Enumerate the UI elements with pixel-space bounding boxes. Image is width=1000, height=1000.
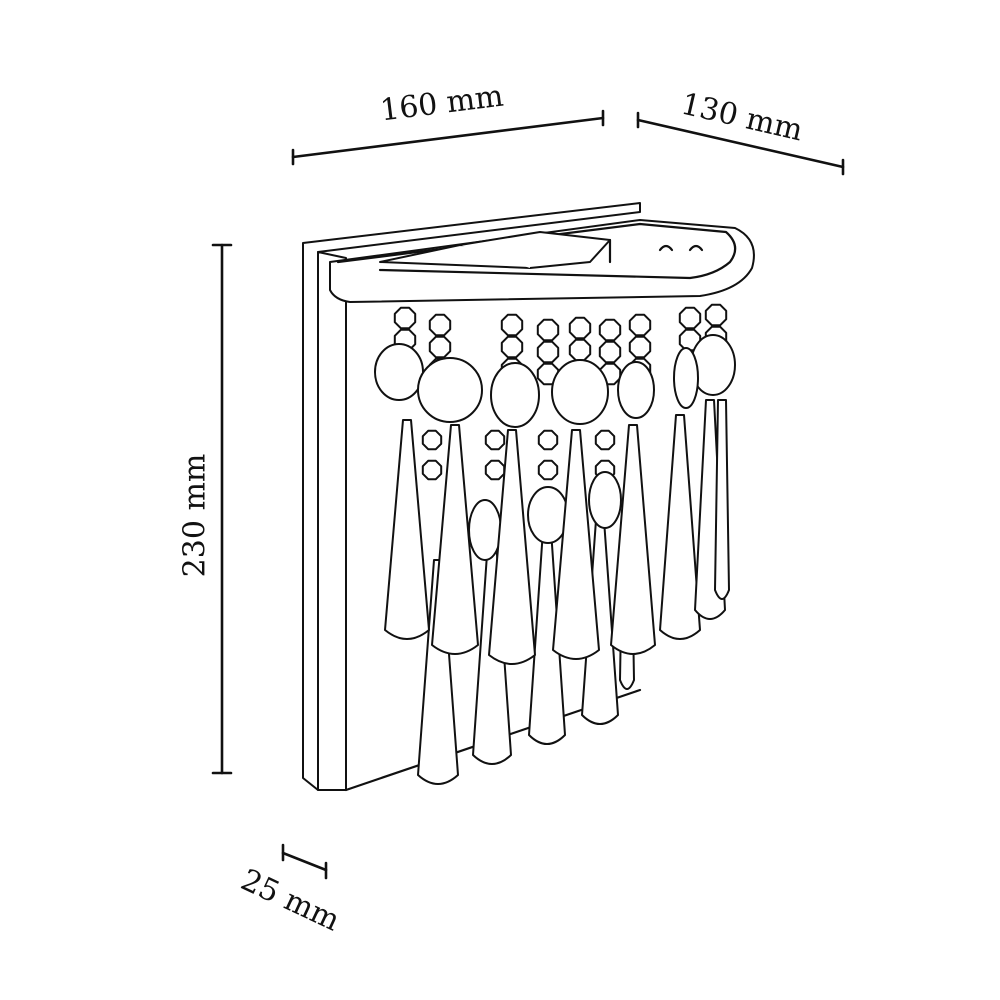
width-dimension-line	[291, 109, 605, 166]
octagon-bead	[594, 429, 616, 451]
octagon-bead	[500, 335, 524, 359]
octagon-bead	[484, 459, 506, 481]
crystal-drop	[610, 424, 656, 655]
octagon-bead	[421, 459, 443, 481]
octagon-bead	[536, 362, 560, 386]
round-crystal	[374, 343, 424, 401]
octagon-bead	[598, 340, 622, 364]
octagon-bead	[421, 429, 443, 451]
octagon-bead	[536, 340, 560, 364]
round-crystal	[551, 359, 609, 425]
backplate	[302, 202, 642, 792]
depth-dimension-line	[636, 111, 845, 176]
octagon-bead	[628, 313, 652, 337]
octagon-bead	[537, 459, 559, 481]
crystal-drop	[552, 429, 600, 660]
octagon-bead	[568, 338, 592, 362]
round-crystal	[417, 357, 483, 423]
octagon-bead	[500, 313, 524, 337]
octagon-bead	[428, 313, 452, 337]
octagon-bead	[568, 316, 592, 340]
crystal-drop	[431, 424, 479, 655]
crystal-drop	[417, 559, 459, 785]
height-dimension-line	[211, 243, 233, 775]
round-crystal	[588, 471, 622, 529]
front-crystal-strands	[374, 303, 736, 665]
round-crystal	[617, 361, 655, 419]
round-crystal	[673, 347, 699, 409]
octagon-bead	[628, 335, 652, 359]
crystal-drop	[659, 414, 701, 640]
octagon-bead	[393, 306, 417, 330]
crystal-drop	[384, 419, 430, 640]
half-ring-frame	[329, 219, 755, 303]
thickness-dimension-line	[281, 843, 328, 880]
crystal-drop	[581, 519, 619, 725]
octagon-bead	[484, 429, 506, 451]
crystal-drop	[714, 399, 730, 600]
round-crystal	[490, 362, 540, 428]
octagon-bead	[428, 335, 452, 359]
crystal-drop	[488, 429, 536, 665]
octagon-bead	[704, 303, 728, 327]
octagon-bead	[678, 306, 702, 330]
octagon-bead	[536, 318, 560, 342]
octagon-bead	[537, 429, 559, 451]
round-crystal	[468, 499, 502, 561]
octagon-bead	[598, 318, 622, 342]
height-label: 230 mm	[177, 453, 213, 578]
crystal-drop	[528, 529, 566, 745]
